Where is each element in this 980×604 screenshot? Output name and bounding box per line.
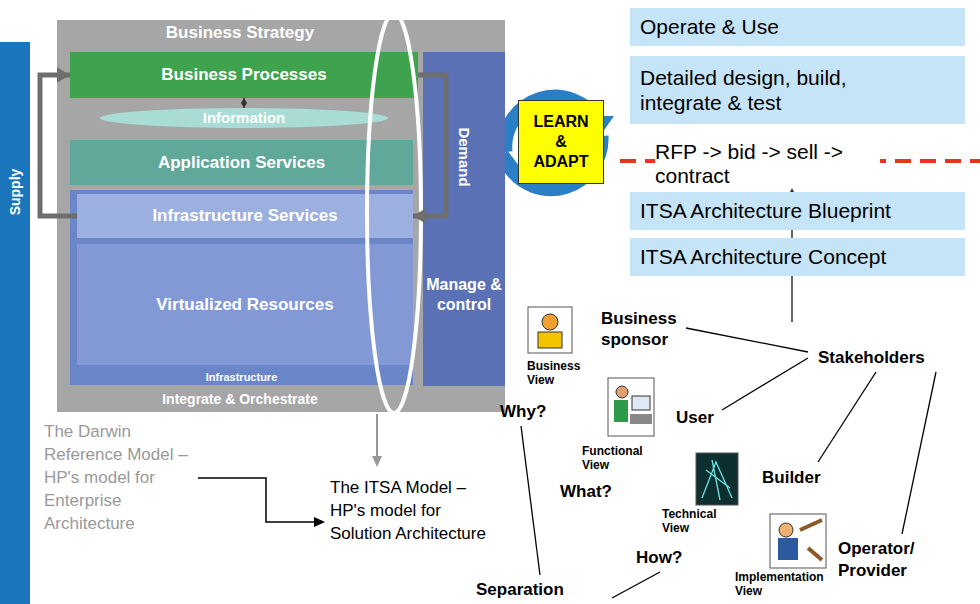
node-text: Supply: [7, 169, 23, 216]
node-text: Virtualized Resources: [156, 295, 333, 315]
label-text: Business sponsor: [601, 308, 701, 350]
node-text: Application Services: [158, 153, 325, 173]
node-text: Infrastructure: [70, 371, 413, 383]
label-text: The ITSA Model – HP's model for Solution…: [330, 476, 500, 545]
label-text: Operator/ Provider: [838, 538, 933, 582]
information-ellipse: Information: [100, 108, 388, 128]
learn-adapt-box: LEARN & ADAPT: [518, 100, 604, 184]
leader-line: [818, 372, 876, 462]
leader-line: [686, 328, 808, 352]
demand-column: DemandManage & control: [423, 52, 505, 386]
supply-bar: Supply: [0, 42, 30, 604]
manage-control-box: Manage & control: [423, 264, 505, 326]
arrowhead: [413, 208, 426, 224]
arrowhead: [241, 98, 247, 103]
label-text: Why?: [500, 402, 546, 422]
connector: [241, 98, 247, 108]
implementation-view-icon: [800, 520, 822, 560]
label-text: What?: [560, 482, 612, 502]
connector-line: [40, 75, 77, 216]
business-view-icon: [538, 332, 562, 348]
leader-line: [902, 372, 936, 534]
node-text: ITSA Architecture Concept: [640, 245, 886, 269]
node-text: Infrastructure Services: [152, 206, 337, 226]
label-text: Stakeholders: [818, 348, 925, 368]
functional-view-icon: [632, 396, 650, 410]
connector: [413, 75, 446, 224]
phase-box: Detailed design, build, integrate & test: [630, 56, 965, 124]
label-text: Builder: [762, 468, 821, 488]
infrastructure-block: Infrastructure Infrastructure ServicesVir…: [70, 190, 413, 385]
node-text: Business Strategy: [57, 23, 423, 43]
phase-box: ITSA Architecture Concept: [630, 238, 965, 276]
implementation-view-icon: [778, 538, 798, 560]
node-text: Operate & Use: [640, 15, 779, 39]
leader-arrow: [198, 478, 316, 522]
functional-view-icon: [630, 414, 652, 424]
arrowhead: [372, 456, 382, 467]
node-text: Detailed design, build, integrate & test: [640, 65, 930, 115]
layer-box: Virtualized Resources: [77, 244, 413, 365]
node-text: Demand: [456, 127, 473, 186]
leader-line: [722, 358, 808, 410]
label-text: The Darwin Reference Model – HP's model …: [44, 420, 196, 535]
node-text: LEARN & ADAPT: [530, 112, 592, 172]
implementation-view-icon: [779, 523, 793, 537]
arrowhead: [314, 517, 325, 527]
label-text: Technical View: [662, 507, 737, 535]
connector-line: [243, 98, 245, 108]
technical-view-icon: [696, 453, 738, 505]
label-text: RFP -> bid -> sell -> contract: [655, 140, 880, 188]
functional-view-icon: [616, 386, 628, 398]
label-text: Business View: [527, 359, 597, 387]
arrowhead: [241, 103, 247, 108]
node-text: Integrate & Orchestrate: [162, 391, 318, 407]
leader-arrow: [376, 414, 378, 458]
arrowhead: [57, 67, 70, 83]
implementation-view-icon: [770, 514, 826, 568]
layer-box: Infrastructure Services: [77, 194, 413, 238]
node-text: Manage & control: [423, 275, 505, 315]
connector: [40, 67, 77, 216]
label-text: Separation: [476, 580, 564, 600]
leader-line: [521, 426, 540, 575]
node-text: Business Processes: [161, 65, 326, 85]
label-text: Functional View: [582, 444, 662, 472]
enterprise-frame: Business StrategyBusiness ProcessesInfor…: [57, 20, 505, 412]
functional-view-icon: [614, 400, 628, 422]
phase-box: ITSA Architecture Blueprint: [630, 192, 965, 230]
business-view-icon: [542, 314, 558, 330]
label-text: How?: [636, 548, 682, 568]
node-text: Information: [203, 109, 286, 127]
node-text: ITSA Architecture Blueprint: [640, 199, 891, 223]
business-view-icon: [528, 307, 572, 353]
layer-box: Application Services: [70, 140, 413, 185]
technical-view-icon: [702, 460, 732, 500]
leader-line: [612, 572, 660, 598]
layer-box: Business Processes: [70, 52, 418, 98]
functional-view-icon: [608, 378, 654, 436]
connector-line: [413, 75, 446, 216]
label-text: Implementation View: [735, 570, 845, 598]
label-text: User: [676, 408, 714, 428]
phase-box: Operate & Use: [630, 8, 965, 46]
integrate-band: Integrate & Orchestrate: [57, 386, 423, 412]
scope-ellipse: [367, 13, 421, 413]
